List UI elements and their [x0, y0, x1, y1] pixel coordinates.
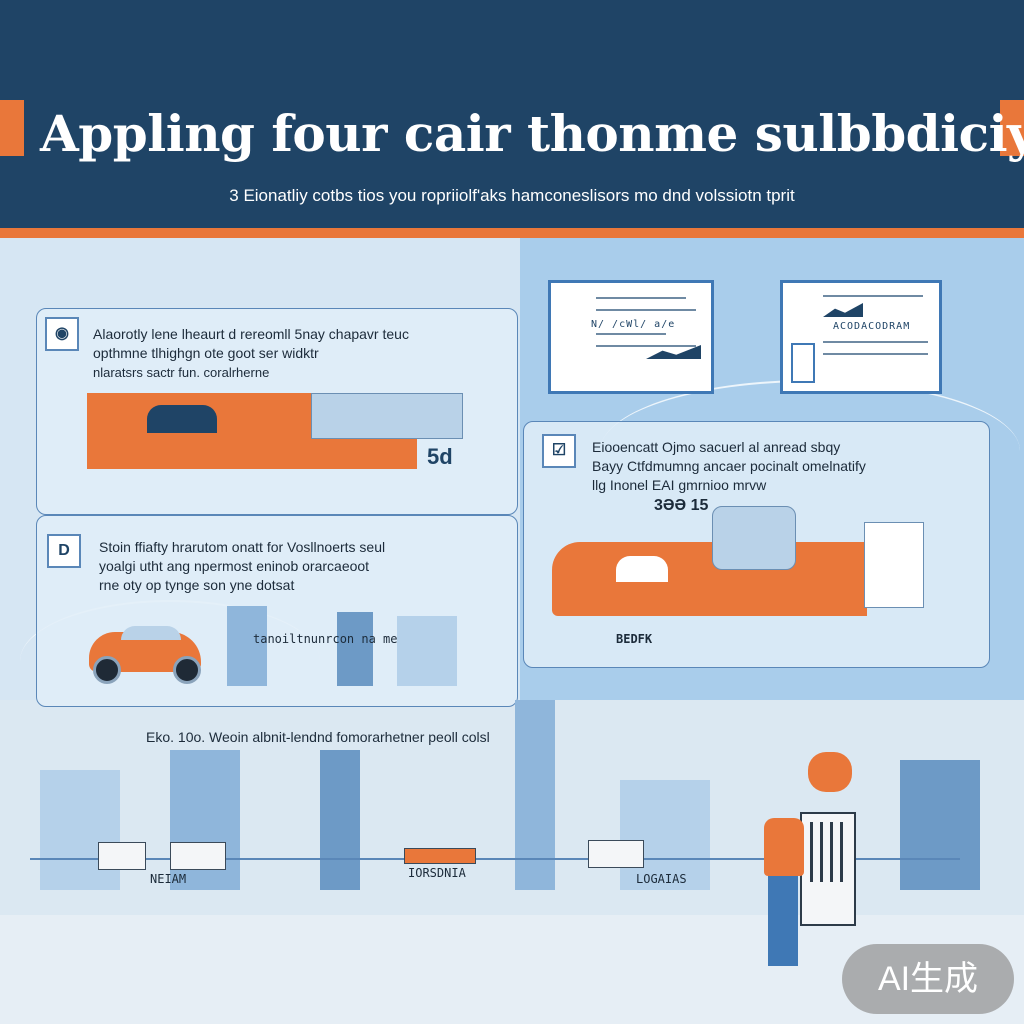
camera-icon: ◉ — [45, 317, 79, 351]
header-accent-right — [1000, 100, 1024, 156]
info-panel-1: ◉ Alaorotly lene lheaurt d rereomll 5nay… — [36, 308, 518, 515]
panel-number: 3ƏƏ 15 — [654, 497, 709, 514]
building — [620, 780, 710, 890]
panel-text-line: rne oty op tynge son yne dotsat — [99, 577, 295, 593]
sign-board — [588, 840, 644, 868]
sign-board — [404, 848, 476, 864]
report-document: ACODACODRAM — [780, 280, 942, 394]
document-icon: D — [47, 534, 81, 568]
header-accent-left — [0, 100, 24, 156]
panel-text-line: nlaratsrs sactr fun. coralrherne — [93, 365, 270, 380]
building — [397, 616, 457, 686]
truck-cab — [712, 506, 796, 570]
person-legs — [768, 876, 798, 966]
panel-text-line: opthmne tlhighgn ote goot ser widktr — [93, 345, 319, 361]
building — [320, 750, 360, 890]
person — [764, 818, 804, 876]
sign-label: LOGAIAS — [636, 872, 687, 886]
sign-label: IORSDNIA — [408, 866, 466, 880]
report-document: N/ /cWl/ a/e — [548, 280, 714, 394]
sign-board — [170, 842, 226, 870]
panel-text-line: Stoin ffiafty hrarutom onatt for Vosllno… — [99, 539, 386, 555]
panel-text-line: Eiooencatt Ojmo sacuerl al anread sbqy — [592, 439, 841, 455]
car-wheel — [173, 656, 201, 684]
checkbox-icon: ☑ — [542, 434, 576, 468]
lamp — [808, 752, 852, 792]
panel-text-line: Bayy Ctfdmumng ancaer pocinalt omelnatif… — [592, 458, 866, 474]
truck-window — [147, 405, 217, 433]
truck-door — [864, 522, 924, 608]
header-banner — [0, 0, 1024, 228]
truck-label: BEDFK — [616, 632, 653, 646]
page-title: Appling four cair thonme sulbbdiciy — [40, 104, 1024, 163]
truck-cab — [311, 393, 463, 439]
city-caption: Eko. 10o. Weoin albnit-lendnd fomorarhet… — [146, 729, 490, 745]
ai-generated-badge: AI生成 — [842, 944, 1014, 1014]
truck-label: 5d — [427, 444, 453, 469]
truck-window — [616, 556, 668, 582]
building — [337, 612, 373, 686]
panel-text-line: Alaorotly lene lheaurt d rereomll 5nay c… — [93, 326, 409, 342]
document-label: N/ /cWl/ a/e — [591, 319, 676, 330]
sign-label: NEIAM — [150, 872, 187, 886]
building — [227, 606, 267, 686]
info-panel-2: D Stoin ffiafty hrarutom onatt for Vosll… — [36, 515, 518, 707]
document-label: ACODACODRAM — [833, 321, 911, 332]
page-subtitle: 3 Eionatliy cotbs tios you ropriiolf'aks… — [229, 186, 795, 205]
building — [40, 770, 120, 890]
panel-text-line: yoalgi utht ang npermost eninob orarcaeo… — [99, 558, 370, 574]
sign-board — [98, 842, 146, 870]
car-wheel — [93, 656, 121, 684]
info-panel-3: ☑ Eiooencatt Ojmo sacuerl al anread sbqy… — [523, 421, 990, 668]
machine — [800, 812, 856, 926]
tower — [515, 700, 555, 890]
truck-body — [552, 542, 867, 616]
building — [900, 760, 980, 890]
road-line — [30, 858, 960, 860]
street-label: tanoiltnunrcon na me — [253, 632, 398, 646]
panel-text-line: llg Inonel EAI gmrnioo mrvw — [592, 477, 767, 493]
car-window — [121, 626, 181, 640]
header-divider — [0, 228, 1024, 238]
